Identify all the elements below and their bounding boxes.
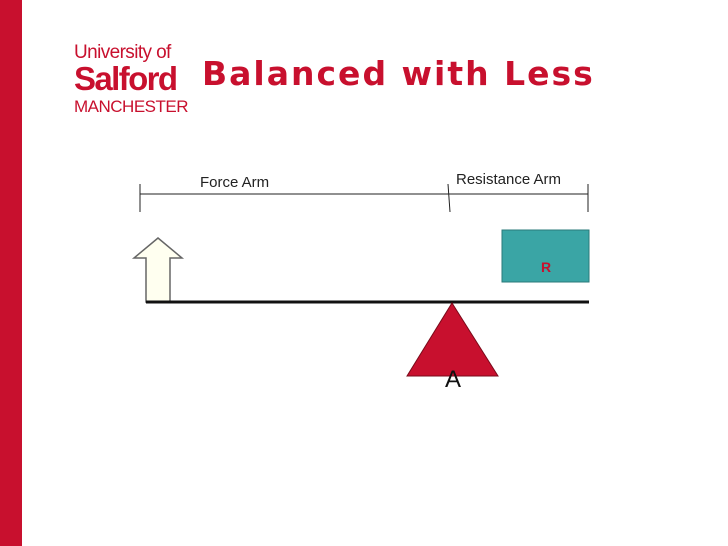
middle-tick <box>447 183 451 213</box>
logo-line-2: Salford <box>74 60 178 97</box>
logo-line-3: MANCHESTER <box>74 97 189 116</box>
fulcrum-label: A <box>445 366 461 393</box>
force-arm-label: Force Arm <box>200 174 269 191</box>
resistance-box <box>501 229 590 283</box>
university-logo: University of Salford MANCHESTER <box>74 42 189 118</box>
left-accent-bar <box>0 0 22 546</box>
fulcrum-triangle <box>406 302 499 377</box>
resistance-arm-label: Resistance Arm <box>456 171 561 188</box>
effort-arrow-icon <box>131 237 185 303</box>
slide-title: Balanced with Less <box>202 54 595 93</box>
logo-line-1: University of <box>74 42 171 63</box>
resistance-label: R <box>541 259 551 275</box>
